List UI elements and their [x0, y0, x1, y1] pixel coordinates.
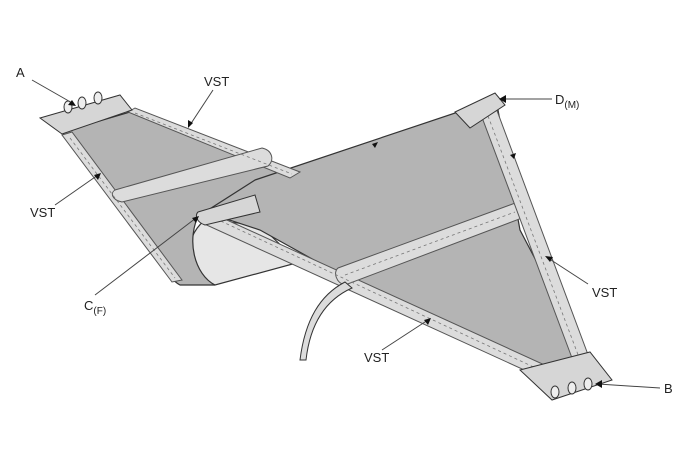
tab-a — [38, 94, 133, 135]
leader-line-c — [94, 217, 197, 296]
leader-line-vst-right — [547, 257, 589, 285]
tab-b — [518, 351, 613, 401]
leader-line-vst-top — [189, 89, 214, 126]
label-vst-top: VST — [204, 74, 229, 89]
tab-b-loop — [550, 385, 560, 399]
arrowhead-a — [68, 100, 76, 106]
arrowhead-vst-bottom — [424, 318, 431, 325]
tab-d — [454, 92, 506, 129]
label-vst-bottom: VST — [364, 350, 389, 365]
label-c: C(F) — [84, 298, 106, 317]
tab-a-loop — [93, 91, 103, 105]
label-vst-right: VST — [592, 285, 617, 300]
tab-c — [196, 194, 261, 226]
leader-line-a — [31, 79, 75, 105]
arrowhead-vst-right — [545, 256, 553, 262]
arrowhead-d — [499, 95, 506, 103]
leader-line-vst-left — [54, 174, 99, 206]
arrowhead-vst-top — [188, 120, 193, 128]
tab-b-loop — [567, 381, 577, 395]
label-vst-left: VST — [30, 205, 55, 220]
leader-line-vst-bottom — [381, 319, 429, 351]
label-c-letter: C — [84, 298, 93, 313]
arrowhead-c — [192, 216, 199, 223]
loose-strap — [299, 281, 353, 361]
label-d: D(M) — [555, 92, 579, 111]
arrowhead-b — [595, 380, 602, 388]
label-d-subscript: (M) — [564, 100, 579, 111]
label-d-letter: D — [555, 92, 564, 107]
tab-a-loop — [77, 96, 87, 110]
arrowhead-vst-left — [94, 173, 101, 180]
label-b: B — [664, 381, 673, 396]
label-a: A — [16, 65, 25, 80]
tab-b-loop — [583, 377, 593, 391]
strap-stitching — [69, 112, 581, 378]
label-c-subscript: (F) — [93, 306, 106, 317]
leader-line-b — [597, 383, 661, 389]
strap-cross-left — [111, 147, 273, 203]
